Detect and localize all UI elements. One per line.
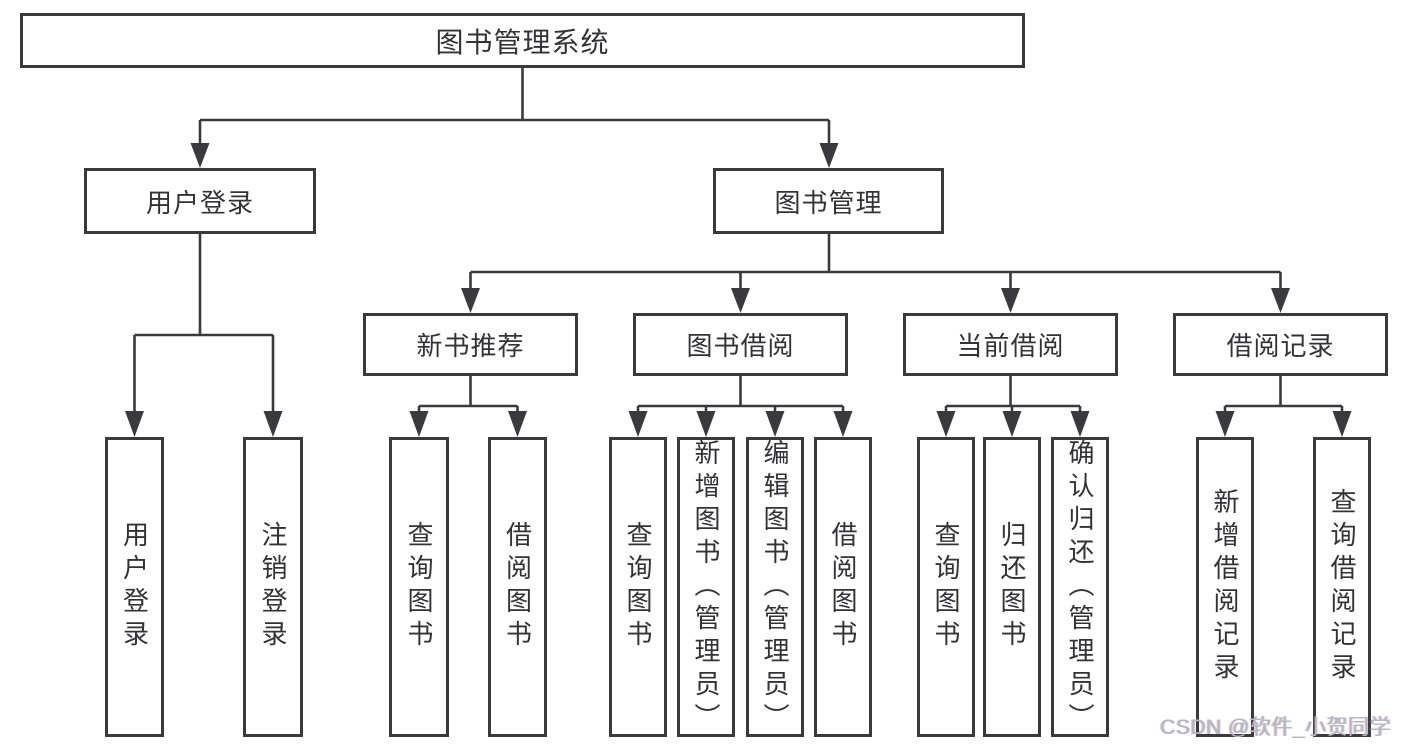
leaf-borrow-books-borrowing: 借阅图书: [814, 437, 872, 737]
node-label: 新书推荐: [416, 331, 525, 361]
node-book-borrowing: 图书借阅: [633, 313, 848, 376]
leaf-add-book-admin: 新增图书（管理员）: [677, 437, 735, 737]
node-user-login: 用户登录: [84, 168, 316, 234]
node-label: 新增图书（管理员）: [691, 438, 721, 736]
node-label: 编辑图书（管理员）: [760, 438, 790, 736]
leaf-edit-book-admin: 编辑图书（管理员）: [746, 437, 804, 737]
leaf-add-borrow-record: 新增借阅记录: [1196, 437, 1254, 737]
csdn-watermark: CSDN @软件_小贺同学: [1160, 716, 1391, 739]
node-label: 借阅图书: [502, 521, 533, 653]
leaf-query-books-borrowing: 查询图书: [609, 437, 667, 737]
leaf-borrow-books-recommend: 借阅图书: [488, 437, 547, 737]
node-new-book-recommend: 新书推荐: [363, 313, 578, 376]
node-label: 借阅图书: [828, 521, 858, 653]
node-label: 图书管理: [774, 187, 883, 218]
leaf-user-login: 用户登录: [105, 437, 164, 737]
node-label: 查询图书: [623, 521, 653, 653]
node-label: 查询图书: [404, 521, 434, 653]
node-borrow-records: 借阅记录: [1173, 313, 1388, 376]
node-label: 查询借阅记录: [1327, 488, 1357, 686]
node-current-borrowing: 当前借阅: [903, 313, 1118, 376]
node-label: 确认归还（管理员）: [1065, 438, 1095, 736]
leaf-return-books: 归还图书: [983, 437, 1041, 737]
node-root-library-system: 图书管理系统: [20, 13, 1025, 68]
node-label: 用户登录: [119, 521, 150, 653]
node-label: 归还图书: [997, 521, 1027, 653]
node-label: 当前借阅: [956, 331, 1065, 361]
node-label: 新增借阅记录: [1210, 488, 1240, 686]
leaf-query-borrow-record: 查询借阅记录: [1313, 437, 1371, 737]
node-label: 借阅记录: [1226, 331, 1335, 361]
leaf-logout: 注销登录: [243, 437, 303, 737]
leaf-query-books-recommend: 查询图书: [389, 437, 449, 737]
node-label: 注销登录: [258, 521, 288, 653]
leaf-query-books-current: 查询图书: [917, 437, 975, 737]
node-label: 图书管理系统: [435, 26, 610, 58]
node-book-management: 图书管理: [713, 168, 944, 234]
node-label: 用户登录: [145, 187, 254, 218]
leaf-confirm-return-admin: 确认归还（管理员）: [1051, 437, 1109, 737]
node-label: 图书借阅: [686, 331, 795, 361]
node-label: 查询图书: [931, 521, 961, 653]
